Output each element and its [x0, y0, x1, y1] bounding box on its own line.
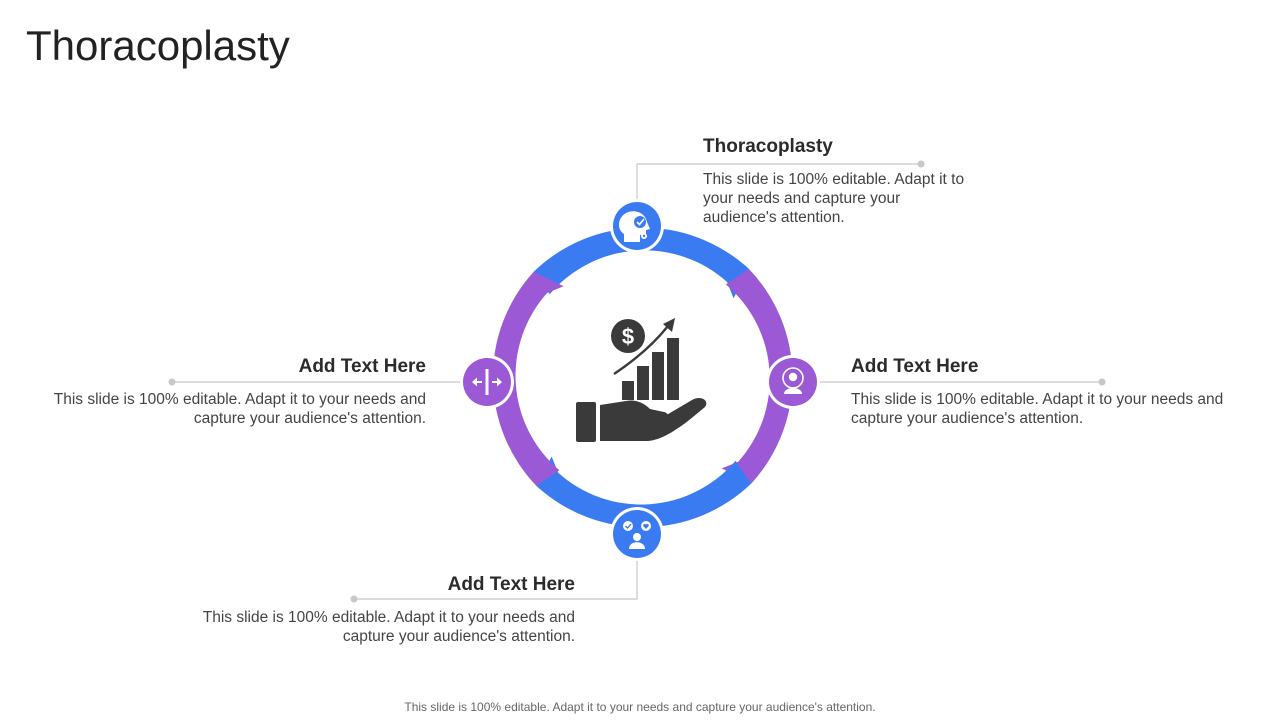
text-block-left: Add Text Here This slide is 100% editabl…	[26, 356, 426, 428]
ring-segments	[492, 227, 793, 528]
block-heading: Add Text Here	[447, 574, 575, 595]
ring-segment-top	[533, 227, 749, 299]
block-body: This slide is 100% editable. Adapt it to…	[53, 390, 426, 427]
ring-segment-right	[721, 268, 793, 484]
text-block-top: Thoracoplasty This slide is 100% editabl…	[703, 136, 968, 227]
node-left	[460, 355, 514, 409]
page-title: Thoracoplasty	[26, 22, 290, 69]
footer-note: This slide is 100% editable. Adapt it to…	[404, 700, 876, 714]
connector-dot-left	[168, 378, 176, 386]
block-body: This slide is 100% editable. Adapt it to…	[703, 170, 965, 226]
connector-top	[636, 163, 921, 200]
block-heading: Add Text Here	[298, 356, 426, 377]
hand-growth-chart-dollar-icon: $	[576, 318, 707, 442]
block-heading: Thoracoplasty	[703, 136, 833, 157]
connectors	[168, 160, 1106, 603]
svg-text:$: $	[622, 324, 634, 349]
connector-dot-right	[1098, 378, 1106, 386]
node-right	[766, 355, 820, 409]
text-block-right: Add Text Here This slide is 100% editabl…	[851, 356, 1251, 428]
block-body: This slide is 100% editable. Adapt it to…	[851, 390, 1224, 427]
ring-segment-bottom	[536, 456, 752, 528]
block-body: This slide is 100% editable. Adapt it to…	[202, 608, 575, 645]
node-top	[610, 199, 664, 253]
person-target-icon	[782, 367, 804, 394]
connector-dot-bottom	[350, 595, 358, 603]
split-arrows-icon	[472, 369, 502, 395]
head-gear-check-icon	[618, 211, 650, 242]
person-feedback-icon	[623, 521, 651, 549]
text-block-bottom: Add Text Here This slide is 100% editabl…	[175, 574, 575, 646]
connector-dot-top	[917, 160, 925, 168]
ring-segment-left	[492, 271, 564, 487]
node-bottom	[610, 507, 664, 561]
connector-bottom	[354, 560, 638, 600]
block-heading: Add Text Here	[851, 356, 979, 377]
